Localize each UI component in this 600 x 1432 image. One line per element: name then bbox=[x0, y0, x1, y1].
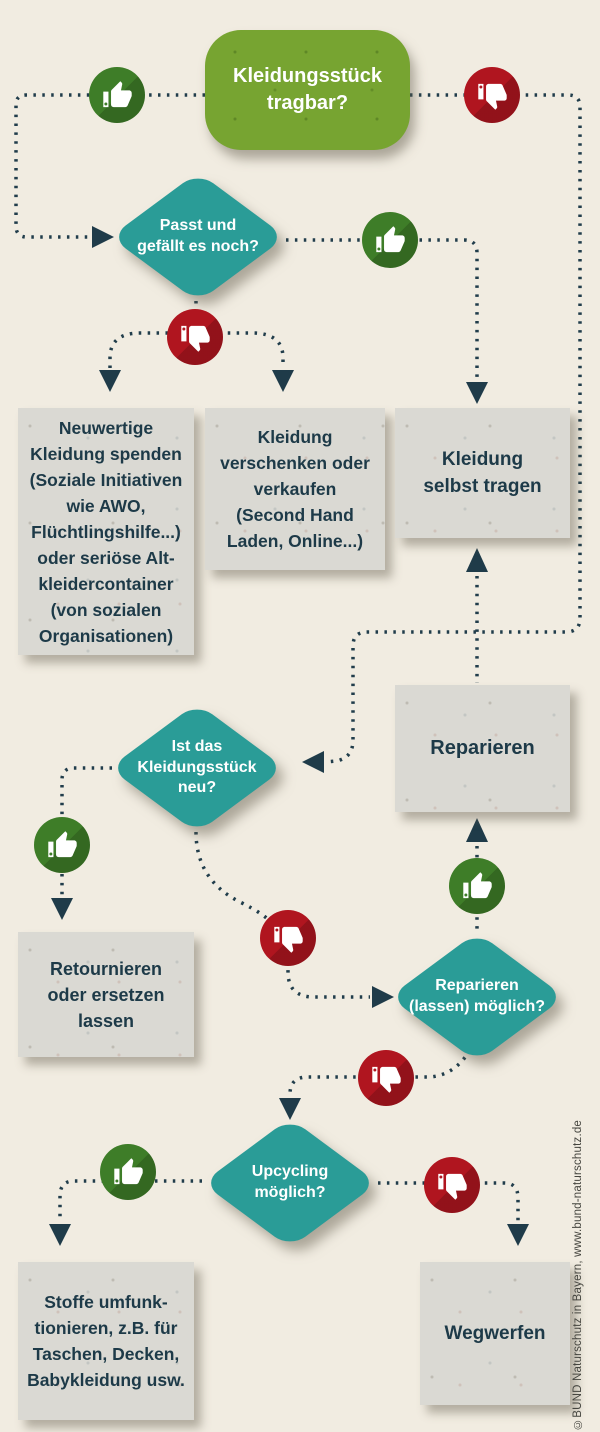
thumbs-up-icon bbox=[362, 212, 418, 268]
arrow-into-q-fit bbox=[92, 226, 114, 248]
credit-text: ©BUND Naturschutz in Bayern, www.bund-na… bbox=[572, 1119, 584, 1430]
thumbs-up-icon bbox=[89, 67, 145, 123]
box-return: Retournieren oder ersetzen lassen bbox=[18, 932, 194, 1057]
thumb-glyph bbox=[462, 871, 493, 902]
decision-upcycling-label: Upcycling möglich? bbox=[251, 1163, 329, 1201]
arrow-into-wear bbox=[466, 382, 488, 404]
arrow-into-retour bbox=[51, 898, 73, 920]
arrow-into-repair bbox=[466, 818, 488, 842]
thumbs-down-icon bbox=[167, 309, 223, 365]
thumb-glyph bbox=[102, 80, 133, 111]
box-wear-yourself: Kleidung selbst tragen bbox=[395, 408, 570, 538]
decision-fit-label: Passt und gefällt es noch? bbox=[137, 217, 259, 255]
arrow-into-q-repair bbox=[372, 986, 394, 1008]
arrow-into-q-upcycle bbox=[279, 1098, 301, 1120]
thumb-glyph bbox=[477, 80, 508, 111]
thumb-glyph bbox=[375, 225, 406, 256]
connector-start-yes bbox=[14, 93, 205, 239]
arrow-into-donate bbox=[99, 370, 121, 392]
thumb-glyph bbox=[273, 923, 304, 954]
connector-upcycle-no bbox=[378, 1181, 520, 1222]
decision-fit: Passt und gefällt es noch? bbox=[110, 171, 286, 303]
thumb-glyph bbox=[437, 1170, 468, 1201]
decision-repairable: Reparieren (lassen) möglich? bbox=[389, 931, 565, 1063]
arrow-into-give-sell bbox=[272, 370, 294, 392]
box-repurpose: Stoffe umfunk- tionieren, z.B. für Tasch… bbox=[18, 1262, 194, 1420]
connector-fit-no-branch bbox=[108, 331, 285, 368]
thumb-glyph bbox=[180, 322, 211, 353]
start-node: Kleidungsstück tragbar? bbox=[205, 30, 410, 150]
box-donate: Neuwertige Kleidung spenden (Soziale Ini… bbox=[18, 408, 194, 655]
thumb-glyph bbox=[371, 1063, 402, 1094]
decision-upcycling: Upcycling möglich? bbox=[202, 1117, 378, 1249]
connector-new-yes bbox=[60, 766, 112, 896]
box-repair: Reparieren bbox=[395, 685, 570, 812]
thumbs-down-icon bbox=[464, 67, 520, 123]
thumbs-up-icon bbox=[100, 1144, 156, 1200]
box-give-or-sell: Kleidung verschenken oder verkaufen (Sec… bbox=[205, 408, 385, 570]
connector-start-no bbox=[325, 93, 582, 764]
decision-new-label: Ist das Kleidungsstück neu? bbox=[137, 737, 257, 797]
thumbs-down-icon bbox=[358, 1050, 414, 1106]
connector-fit-yes bbox=[286, 238, 479, 380]
thumbs-down-icon bbox=[260, 910, 316, 966]
box-throw-away: Wegwerfen bbox=[420, 1262, 570, 1405]
arrow-into-discard bbox=[507, 1224, 529, 1246]
arrow-into-repurpose bbox=[49, 1224, 71, 1246]
thumbs-up-icon bbox=[449, 858, 505, 914]
connector-upcycle-yes bbox=[58, 1179, 202, 1222]
thumbs-down-icon bbox=[424, 1157, 480, 1213]
arrow-into-q-new bbox=[302, 751, 324, 773]
thumb-glyph bbox=[113, 1157, 144, 1188]
decision-new: Ist das Kleidungsstück neu? bbox=[109, 702, 285, 834]
connector-repairable-no bbox=[288, 1049, 472, 1096]
decision-repairable-label: Reparieren (lassen) möglich? bbox=[408, 977, 546, 1015]
thumbs-up-icon bbox=[34, 817, 90, 873]
arrow-into-wear-bottom bbox=[466, 548, 488, 572]
thumb-glyph bbox=[47, 830, 78, 861]
